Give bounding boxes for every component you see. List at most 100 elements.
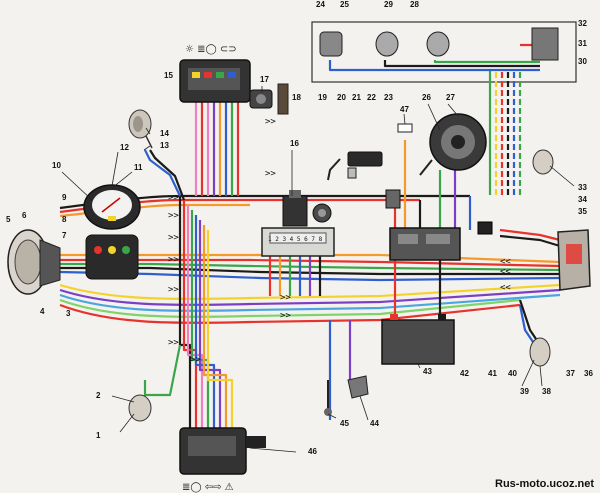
component-label-9: 9 — [62, 193, 67, 202]
spark-plug — [347, 167, 357, 179]
svg-text:<<: << — [500, 257, 511, 267]
bottom-indicator-symbols: ≣◯ ⇦⇨ ⚠ — [182, 482, 234, 493]
component-label-35: 35 — [578, 207, 587, 216]
component-label-47: 47 — [400, 105, 409, 114]
component-label-36: 36 — [584, 369, 593, 378]
relay-unit — [282, 190, 308, 227]
component-label-5: 5 — [6, 215, 11, 224]
component-label-11: 11 — [134, 163, 143, 172]
component-label-43: 43 — [423, 367, 432, 376]
svg-text:>>: >> — [168, 255, 179, 265]
component-label-28: 28 — [410, 0, 419, 9]
component-label-41: 41 — [488, 369, 497, 378]
left-handlebar-switch — [179, 59, 251, 103]
component-label-23: 23 — [384, 93, 393, 102]
ignition-switch — [249, 89, 273, 109]
component-label-13: 13 — [160, 141, 169, 150]
svg-text:>>: >> — [168, 338, 179, 348]
rear-lamp-29 — [426, 31, 450, 57]
callout-line-11 — [111, 171, 133, 189]
watermark: Rus-moto.ucoz.net — [495, 478, 594, 490]
main-fuse — [397, 123, 413, 133]
svg-text:>>: >> — [280, 293, 291, 303]
component-label-18: 18 — [292, 93, 301, 102]
component-label-19: 19 — [318, 93, 327, 102]
component-label-39: 39 — [520, 387, 529, 396]
callout-line-43 — [417, 363, 421, 369]
callout-line-27 — [447, 103, 459, 117]
component-label-32: 32 — [578, 19, 587, 28]
component-label-22: 22 — [367, 93, 376, 102]
svg-text:>>: >> — [190, 355, 201, 365]
callout-line-1 — [119, 413, 135, 433]
rear-brake-switch — [347, 375, 369, 399]
rear-lamp-24 — [319, 31, 343, 57]
capacitor — [385, 189, 401, 209]
component-label-10: 10 — [52, 161, 61, 170]
component-label-42: 42 — [460, 369, 469, 378]
fuse-block — [261, 227, 335, 257]
callout-line-13 — [143, 145, 151, 151]
callout-line-38 — [539, 365, 543, 387]
tail-light — [557, 229, 591, 291]
callout-line-10 — [61, 171, 93, 201]
component-label-44: 44 — [370, 419, 379, 428]
component-label-46: 46 — [308, 447, 317, 456]
turn-signal-front-right — [532, 149, 554, 175]
component-label-2: 2 — [96, 391, 101, 400]
component-label-12: 12 — [120, 143, 129, 152]
svg-text:>>: >> — [168, 193, 179, 203]
svg-text:>>: >> — [265, 117, 276, 127]
callout-line-45 — [327, 413, 337, 419]
top-indicator-symbols: ☼ ≣◯ ⊂⊃ — [185, 44, 237, 55]
svg-text:>>: >> — [280, 311, 291, 321]
component-label-4: 4 — [40, 307, 45, 316]
ignition-coil — [327, 151, 383, 181]
component-label-6: 6 — [22, 211, 27, 220]
component-label-7: 7 — [62, 231, 67, 240]
component-label-20: 20 — [337, 93, 346, 102]
right-handlebar-switch — [179, 427, 266, 475]
instrument-lights-block — [85, 234, 139, 280]
component-label-24: 24 — [316, 0, 325, 9]
rear-lights-frame — [311, 21, 577, 83]
component-label-26: 26 — [422, 93, 431, 102]
speedometer — [83, 184, 141, 230]
component-label-30: 30 — [578, 57, 587, 66]
neutral-switch — [324, 380, 332, 416]
callout-line-46 — [249, 447, 297, 453]
component-label-31: 31 — [578, 39, 587, 48]
component-label-1: 1 — [96, 431, 101, 440]
voltage-regulator — [389, 227, 461, 261]
component-label-16: 16 — [290, 139, 299, 148]
component-label-38: 38 — [542, 387, 551, 396]
turn-signal-rear-left — [128, 394, 152, 422]
turn-signal-flasher — [312, 203, 332, 223]
component-label-27: 27 — [446, 93, 455, 102]
callout-line-44 — [359, 395, 369, 421]
callout-line-26 — [427, 103, 441, 131]
horn — [128, 109, 153, 149]
callout-line-2 — [111, 395, 135, 403]
component-label-3: 3 — [66, 309, 71, 318]
callout-line-14 — [145, 127, 151, 135]
component-label-21: 21 — [352, 93, 361, 102]
rear-lamp-28 — [375, 31, 399, 57]
component-label-33: 33 — [578, 183, 587, 192]
component-label-15: 15 — [164, 71, 173, 80]
component-label-25: 25 — [340, 0, 349, 9]
start-relay — [477, 221, 493, 235]
component-label-40: 40 — [508, 369, 517, 378]
battery — [381, 314, 455, 365]
component-label-37: 37 — [566, 369, 575, 378]
svg-text:>>: >> — [265, 169, 276, 179]
svg-text:>>: >> — [168, 233, 179, 243]
component-label-14: 14 — [160, 129, 169, 138]
fuse-pin-labels: 1 2 3 4 5 6 7 8 — [268, 236, 323, 243]
component-label-17: 17 — [260, 75, 269, 84]
svg-text:<<: << — [500, 267, 511, 277]
component-label-29: 29 — [384, 0, 393, 9]
